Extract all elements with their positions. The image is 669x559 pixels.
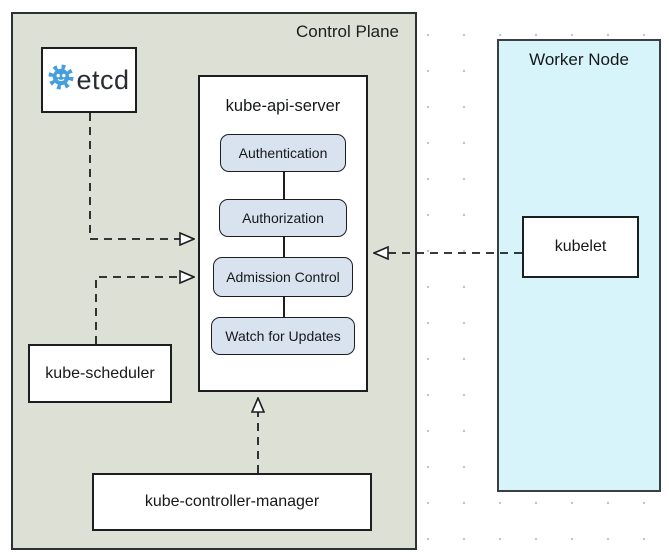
kubelet-node: kubelet — [522, 216, 639, 278]
kubelet-label: kubelet — [554, 238, 607, 255]
control-plane-label: Control Plane — [295, 22, 399, 41]
kube-api-server-label: kube-api-server — [225, 97, 341, 115]
kube-controller-manager-node: kube-controller-manager — [92, 473, 372, 531]
stage-watch-for-updates: Watch for Updates — [211, 317, 355, 355]
stage-connector — [283, 237, 285, 257]
etcd-node: etcd — [41, 47, 137, 113]
kube-scheduler-node: kube-scheduler — [28, 344, 172, 403]
stage-authorization: Authorization — [219, 199, 347, 237]
kube-controller-manager-label: kube-controller-manager — [144, 493, 320, 510]
stage-connector — [283, 172, 285, 199]
stage-admission-control: Admission Control — [213, 257, 353, 297]
kube-api-server-node: kube-api-server Authentication Authoriza… — [198, 75, 368, 392]
stage-connector — [283, 297, 285, 317]
etcd-label: etcd — [76, 64, 130, 95]
etcd-gear-icon — [48, 64, 74, 97]
kube-scheduler-label: kube-scheduler — [45, 364, 155, 382]
stage-authentication: Authentication — [220, 134, 346, 172]
worker-node-label: Worker Node — [529, 50, 629, 69]
